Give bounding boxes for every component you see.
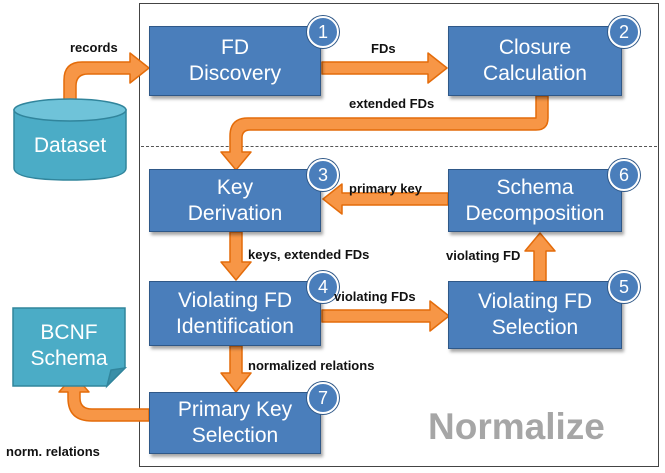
edge-label-violating-fd: violating FD [446,248,521,263]
arrow-primary-key [322,183,449,215]
step-fd-discovery: FD Discovery [149,26,321,96]
step-1-line-2: Discovery [188,62,282,85]
step-6-badge: 6 [608,159,640,191]
step-2-line-2: Calculation [483,62,587,85]
dashed-divider [141,146,657,147]
step-5-line-2: Selection [491,316,579,339]
arrow-normalized-relations [220,345,252,393]
step-schema-decomposition: Schema Decomposition [448,169,622,232]
step-3-line-1: Key [216,175,254,199]
edge-label-violating-fds: violating FDs [334,289,416,304]
dataset-cylinder-icon [13,98,127,181]
bcnf-schema-line-1: BCNF [40,321,98,344]
arrow-extended-fds [220,95,549,171]
arrow-keys-extended-fds [220,231,252,281]
step-4-line-2: Identification [176,314,294,338]
edge-label-fds: FDs [371,41,396,56]
step-key-derivation: Key Derivation [149,169,321,232]
step-3-line-2: Derivation [187,201,283,225]
dataset-label: Dataset [33,134,107,157]
normalize-title: Normalize [428,406,605,447]
arrow-fds [321,52,448,84]
step-5-line-1: Violating FD [477,290,592,313]
step-4-badge: 4 [307,271,339,303]
edge-label-extended-fds: extended FDs [349,96,435,111]
bcnf-schema-document-icon [12,307,128,389]
step-7-badge: 7 [307,382,339,414]
edge-label-norm-relations: norm. relations [6,444,100,459]
edge-label-primary-key: primary key [349,181,422,196]
step-6-line-2: Decomposition [465,201,605,225]
step-7-line-1: Primary Key [177,398,293,421]
step-closure-calculation: Closure Calculation [448,26,622,96]
step-violating-fd-selection: Violating FD Selection [448,281,622,349]
step-6-line-1: Schema [496,175,574,199]
edge-label-normalized-relations: normalized relations [248,358,375,373]
step-1-line-1: FD [221,36,249,59]
bcnf-schema-line-2: Schema [30,347,108,370]
step-2-line-1: Closure [498,36,572,59]
arrow-records [63,52,150,107]
step-primary-key-selection: Primary Key Selection [149,392,321,454]
arrow-violating-fds [321,300,450,332]
bcnf-schema-label: BCNF Schema [13,320,125,372]
edge-label-records: records [70,40,118,55]
step-4-line-1: Violating FD [177,288,292,312]
step-violating-fd-identification: Violating FD Identification [149,281,321,346]
step-5-badge: 5 [608,271,640,303]
edge-label-keys-extended-fds: keys, extended FDs [248,247,370,262]
arrow-violating-fd [524,232,556,282]
step-7-line-2: Selection [191,424,279,447]
normalize-frame [139,3,659,467]
step-2-badge: 2 [608,16,640,48]
step-1-badge: 1 [307,16,339,48]
step-3-badge: 3 [307,159,339,191]
